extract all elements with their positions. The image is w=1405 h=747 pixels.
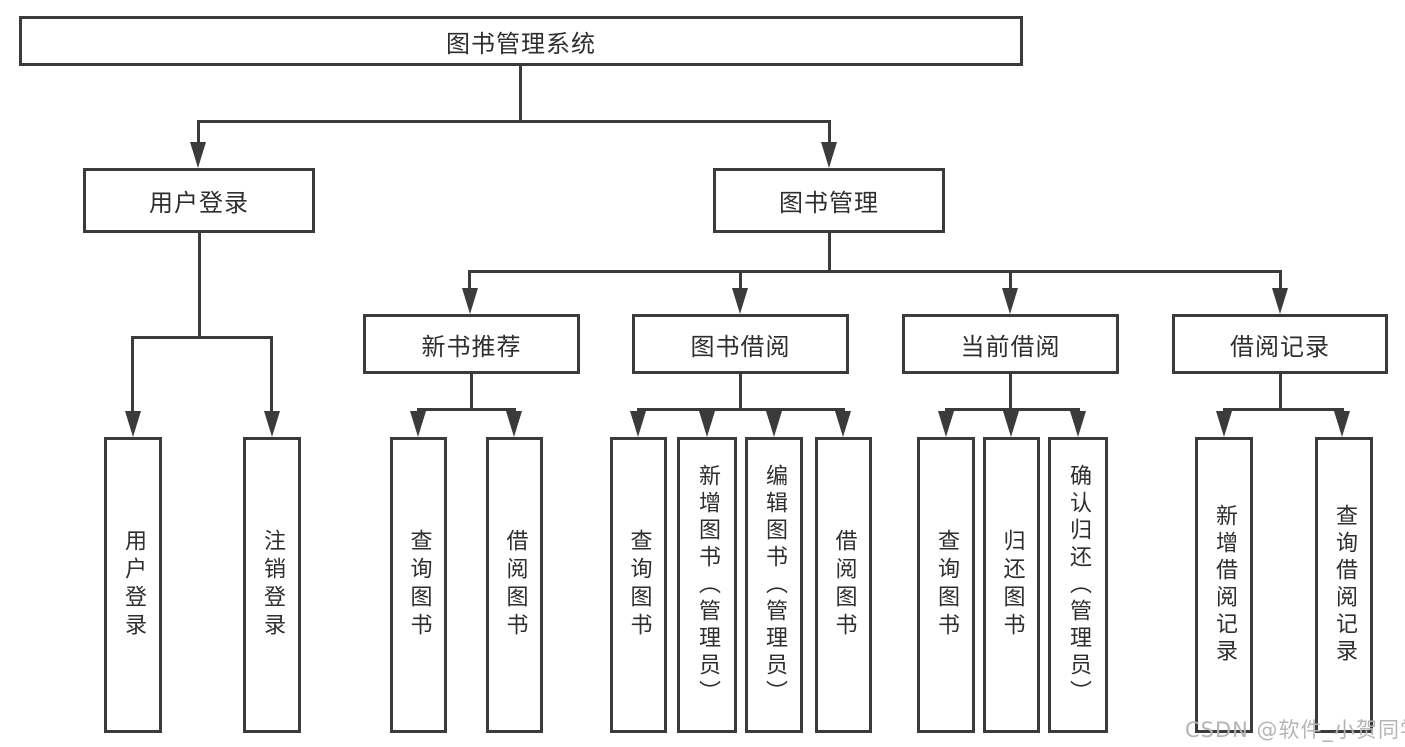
connector-line [1279, 374, 1282, 411]
arrowhead-icon [938, 411, 954, 437]
node-label: 当前借阅 [960, 332, 1061, 361]
connector-line [637, 408, 845, 411]
arrowhead-icon [699, 411, 715, 437]
connector-line [1009, 374, 1012, 411]
arrowhead-icon [1272, 288, 1288, 314]
node-label: 借阅图书 [502, 529, 528, 641]
connector-line [1279, 270, 1282, 292]
arrowhead-icon [462, 288, 478, 314]
connector-line [270, 336, 273, 414]
arrowhead-icon [630, 411, 646, 437]
leaf-return-book: 归还图书 [983, 437, 1040, 733]
leaf-edit-book-admin: 编辑图书（管理员） [745, 437, 803, 733]
node-label: 用户登录 [149, 189, 249, 217]
node-root-system: 图书管理系统 [19, 16, 1023, 66]
node-label: 新增图书（管理员） [695, 463, 720, 707]
connector-line [131, 336, 273, 339]
connector-line [131, 336, 134, 414]
node-label: 查询借阅记录 [1332, 504, 1357, 666]
node-current-borrow: 当前借阅 [902, 314, 1119, 374]
leaf-logout: 注销登录 [243, 437, 301, 733]
connector-line [468, 270, 1282, 273]
arrowhead-icon [1002, 288, 1018, 314]
leaf-confirm-return-admin: 确认归还（管理员） [1048, 437, 1108, 733]
connector-line [828, 120, 831, 146]
connector-line [519, 66, 522, 123]
node-label: 新增借阅记录 [1212, 504, 1237, 666]
node-book-management: 图书管理 [713, 168, 945, 233]
arrowhead-icon [835, 411, 851, 437]
arrowhead-icon [732, 288, 748, 314]
connector-line [1223, 408, 1344, 411]
csdn-watermark: CSDN @软件_小贺同学 [1185, 718, 1405, 742]
connector-line [739, 374, 742, 411]
connector-line [468, 270, 471, 292]
node-label: 查询图书 [406, 529, 432, 641]
arrowhead-icon [264, 411, 280, 437]
leaf-borrow-books-1: 借阅图书 [486, 437, 543, 733]
connector-line [828, 233, 831, 273]
arrowhead-icon [821, 142, 837, 168]
node-borrow-records: 借阅记录 [1172, 314, 1388, 374]
arrowhead-icon [1003, 411, 1019, 437]
arrowhead-icon [1334, 411, 1350, 437]
node-label: 图书管理系统 [446, 29, 596, 58]
connector-line [197, 120, 831, 123]
leaf-add-book-admin: 新增图书（管理员） [677, 437, 737, 733]
node-label: 编辑图书（管理员） [762, 463, 787, 707]
leaf-query-books-1: 查询图书 [390, 437, 447, 733]
connector-line [197, 120, 200, 146]
node-label: 归还图书 [999, 529, 1025, 641]
arrowhead-icon [766, 411, 782, 437]
arrowhead-icon [125, 411, 141, 437]
node-book-borrow: 图书借阅 [632, 314, 849, 374]
arrowhead-icon [410, 411, 426, 437]
connector-line [1009, 270, 1012, 292]
node-label: 借阅图书 [831, 529, 857, 641]
arrowhead-icon [1070, 411, 1086, 437]
connector-line [417, 408, 516, 411]
node-label: 图书借阅 [690, 332, 791, 361]
leaf-query-books-2: 查询图书 [610, 437, 667, 733]
arrowhead-icon [190, 142, 206, 168]
arrowhead-icon [1216, 411, 1232, 437]
node-label: 新书推荐 [421, 332, 522, 361]
node-label: 确认归还（管理员） [1066, 463, 1091, 707]
node-label: 注销登录 [260, 529, 285, 641]
leaf-user-login: 用户登录 [104, 437, 162, 733]
node-label: 查询图书 [626, 529, 652, 641]
leaf-add-borrow-record: 新增借阅记录 [1195, 437, 1253, 733]
connector-line [198, 233, 201, 339]
node-user-login: 用户登录 [83, 168, 315, 233]
node-label: 图书管理 [779, 189, 879, 217]
node-label: 用户登录 [121, 529, 146, 641]
node-label: 查询图书 [934, 529, 959, 641]
node-new-book-recommend: 新书推荐 [363, 314, 580, 374]
node-label: 借阅记录 [1230, 332, 1330, 361]
arrowhead-icon [506, 411, 522, 437]
connector-line [470, 374, 473, 411]
leaf-borrow-books-2: 借阅图书 [815, 437, 872, 733]
connector-line [739, 270, 742, 292]
leaf-query-books-3: 查询图书 [917, 437, 975, 733]
leaf-query-borrow-record: 查询借阅记录 [1315, 437, 1373, 733]
